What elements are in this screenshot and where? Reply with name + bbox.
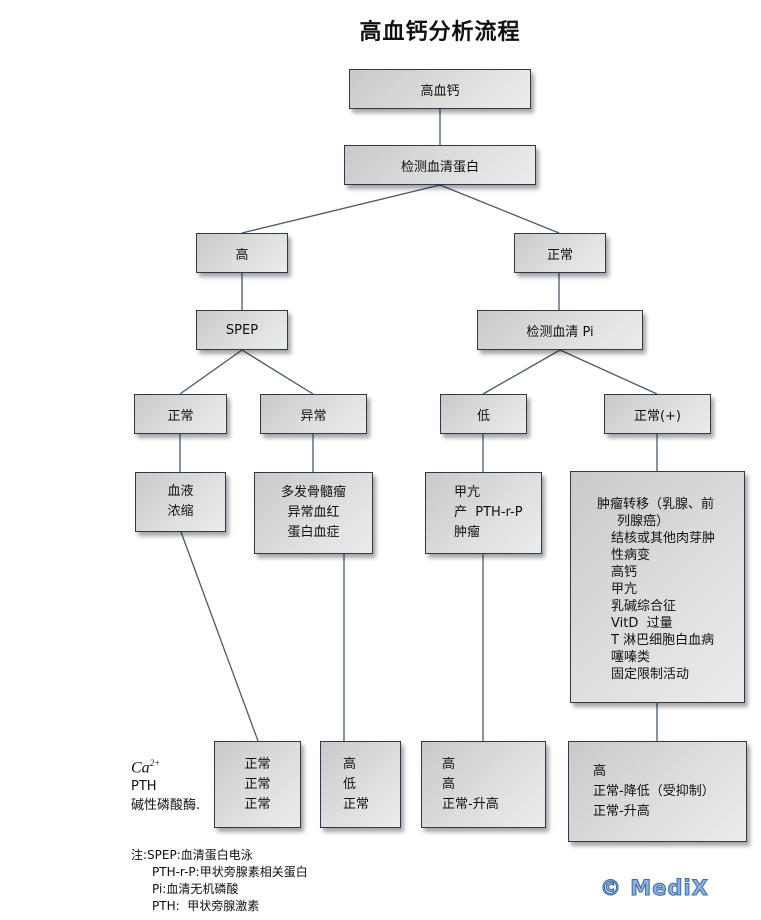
connector [559, 349, 658, 395]
diagnosis-line: 血液 [167, 484, 194, 499]
note-item: SPEP:血清蛋白电泳 [147, 848, 253, 862]
diagnosis-line: 高钙 [611, 565, 638, 580]
diagnosis-line: 乳碱综合征 [611, 599, 677, 614]
diagnosis-line: VitD 过量 [611, 616, 673, 631]
result-value: 正常 [343, 796, 370, 812]
node-hypercalcemia: 高血钙 [349, 69, 531, 109]
diagnosis-line: 肿瘤转移（乳腺、前 [597, 497, 715, 512]
result-value: 正常 [244, 756, 271, 772]
result-value: 低 [343, 776, 357, 792]
diagnosis-line: 固定限制活动 [611, 667, 690, 682]
connector [179, 349, 243, 395]
node-serum-protein-test: 检测血清蛋白 [344, 145, 536, 185]
diagram-title: 高血钙分析流程 [359, 20, 521, 45]
node-label: 正常(+) [633, 408, 682, 424]
result-col-4: 高 正常-降低（受抑制） 正常-升高 [568, 741, 747, 842]
note-item: PTH-r-P:甲状旁腺素相关蛋白 [152, 865, 308, 879]
diagnosis-line: T 淋巴细胞白血病 [611, 633, 715, 648]
node-hemoconcentration: 血液 浓缩 [135, 472, 226, 532]
result-value: 正常-升高 [442, 796, 499, 812]
node-hyperparathyroidism: 甲亢 产 PTH-r-P 肿瘤 [425, 472, 542, 554]
legend-ca-sup: 2+ [149, 758, 161, 768]
node-label: 检测血清蛋白 [400, 159, 479, 175]
node-label: 低 [476, 408, 490, 424]
result-col-3: 高 高 正常-升高 [421, 741, 546, 828]
diagnosis-line: 蛋白血症 [287, 525, 340, 540]
node-protein-normal: 正常 [514, 233, 606, 273]
legend-pth: PTH [131, 779, 157, 795]
result-value: 正常 [244, 796, 271, 812]
diagnosis-line: 结核或其他肉芽肿 [611, 531, 716, 546]
diagnosis-line: 甲亢 [454, 485, 481, 500]
result-value: 高 [343, 756, 357, 772]
diagnosis-line: 性病变 [611, 548, 651, 563]
legend-calcium: Ca2+ [131, 754, 200, 777]
node-label: 高血钙 [420, 83, 460, 99]
note-item: PTH: 甲状旁腺激素 [152, 899, 260, 913]
diagnosis-line: 浓缩 [167, 504, 194, 519]
diagnosis-line: 异常血红 [287, 505, 340, 520]
node-spep-normal: 正常 [134, 394, 227, 434]
diagnosis-line: 甲亢 [611, 582, 638, 597]
connector [241, 349, 314, 395]
abbreviation-notes: 注:SPEP:血清蛋白电泳 PTH-r-P:甲状旁腺素相关蛋白 Pi:血清无机磷… [131, 847, 308, 915]
result-col-2: 高 低 正常 [320, 741, 401, 828]
result-value: 高 [593, 763, 607, 779]
node-pi-low: 低 [440, 394, 527, 434]
diagnosis-line: 噻嗪类 [611, 650, 651, 665]
diagnosis-line: 列腺癌） [617, 514, 670, 529]
notes-prefix: 注: [131, 848, 148, 862]
legend-ca-base: Ca [131, 759, 150, 777]
note-item: Pi:血清无机磷酸 [152, 882, 239, 896]
connector [439, 184, 560, 234]
node-label: SPEP [225, 322, 259, 338]
node-spep-abnormal: 异常 [260, 394, 367, 434]
node-myeloma: 多发骨髓瘤 异常血红 蛋白血症 [254, 472, 373, 554]
result-value: 正常-降低（受抑制） [593, 783, 715, 799]
node-other-causes: 肿瘤转移（乳腺、前 列腺癌） 结核或其他肉芽肿 性病变 高钙 甲亢 乳碱综合征 … [570, 471, 745, 703]
result-col-1: 正常 正常 正常 [214, 741, 301, 828]
node-label: 异常 [300, 408, 327, 424]
connector [241, 184, 441, 234]
diagnosis-line: 多发骨髓瘤 [280, 485, 346, 500]
node-pi-normal: 正常(+) [604, 394, 711, 434]
result-value: 高 [442, 776, 456, 792]
node-serum-pi-test: 检测血清 Pi [477, 310, 643, 350]
node-label: 正常 [167, 408, 194, 424]
result-value: 高 [442, 756, 456, 772]
medix-logo: © MediX [600, 876, 709, 901]
node-spep: SPEP [196, 310, 288, 350]
node-label: 正常 [546, 247, 573, 263]
result-value: 正常-升高 [593, 803, 650, 819]
lab-legend: Ca2+ PTH 碱性磷酸酶. [131, 754, 200, 815]
node-label: 高 [235, 247, 249, 263]
connector [180, 531, 259, 742]
legend-alp: 碱性磷酸酶. [131, 798, 201, 814]
connector [482, 349, 561, 395]
node-protein-high: 高 [196, 233, 288, 273]
node-label: 检测血清 Pi [526, 324, 594, 340]
diagnosis-line: 肿瘤 [454, 525, 481, 540]
diagnosis-line: 产 PTH-r-P [454, 505, 523, 520]
result-value: 正常 [244, 776, 271, 792]
